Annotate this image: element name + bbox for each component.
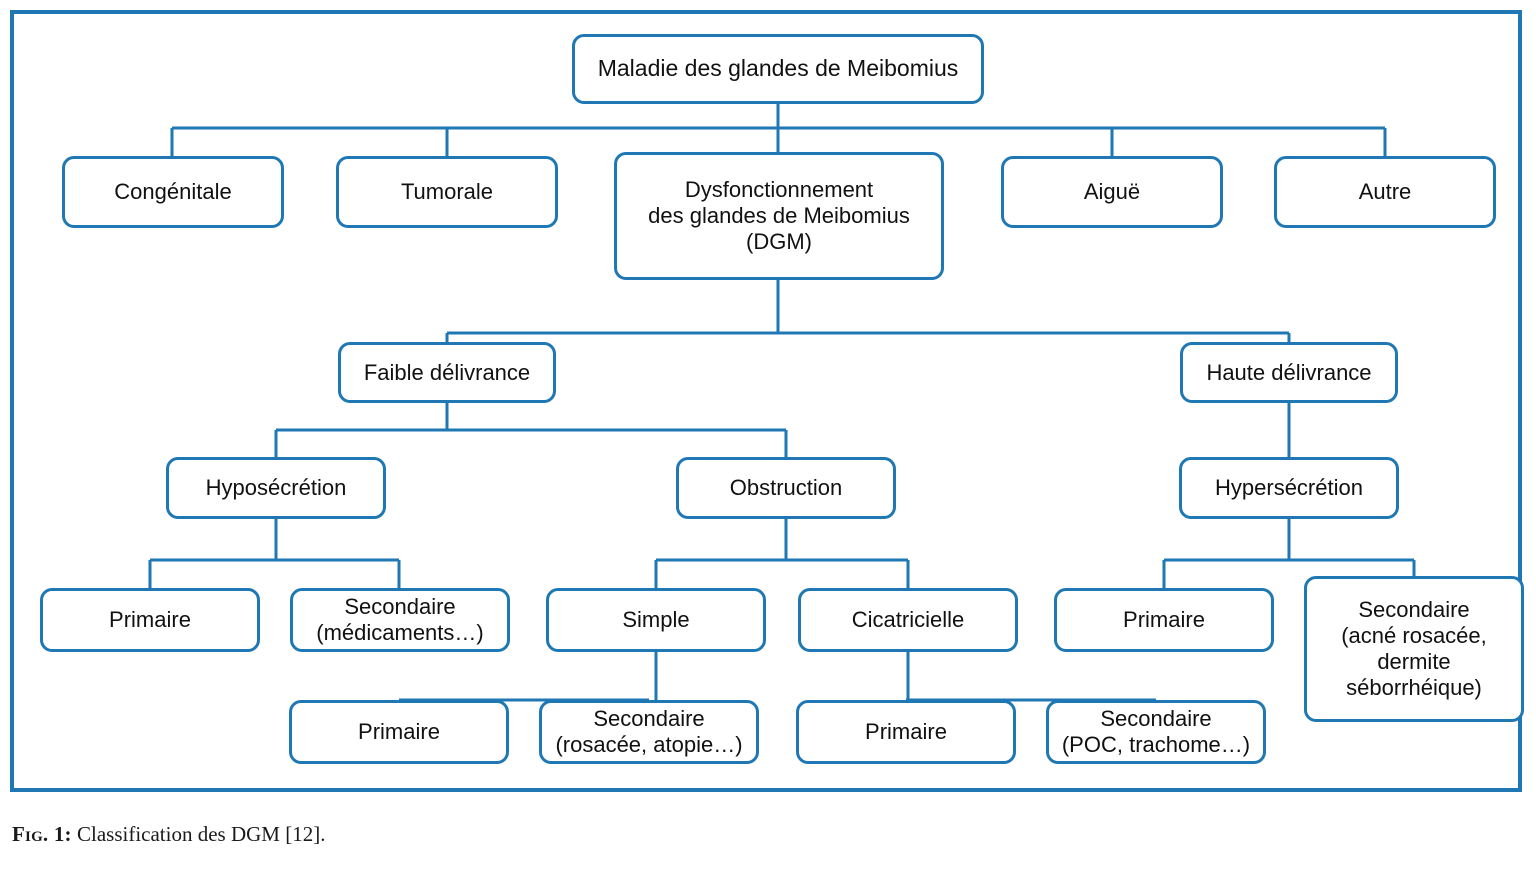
- node-cicatricielle[interactable]: Cicatricielle: [798, 588, 1018, 652]
- node-dgm-label-line1: Dysfonctionnement: [684, 177, 874, 203]
- node-aigue-label: Aiguë: [1083, 179, 1141, 205]
- node-obstruction[interactable]: Obstruction: [676, 457, 896, 519]
- node-simple-secondaire-label-line2: (rosacée, atopie…): [555, 732, 743, 757]
- node-hypersecretion[interactable]: Hypersécrétion: [1179, 457, 1399, 519]
- node-cicatricielle-primaire[interactable]: Primaire: [796, 700, 1016, 764]
- node-hyposecretion-secondaire-label-line2: (médicaments…): [316, 620, 484, 645]
- node-obstruction-label: Obstruction: [729, 475, 843, 501]
- node-dgm[interactable]: Dysfonctionnement des glandes de Meibomi…: [614, 152, 944, 280]
- node-hypersecretion-secondaire[interactable]: Secondaire (acné rosacée, dermite séborr…: [1304, 576, 1524, 722]
- node-hyposecretion-label: Hyposécrétion: [205, 475, 347, 501]
- node-aigue[interactable]: Aiguë: [1001, 156, 1223, 228]
- node-hyposecretion-secondaire-label-line1: Secondaire: [344, 594, 456, 620]
- node-hypersecretion-label: Hypersécrétion: [1215, 475, 1363, 501]
- node-hypersecretion-primaire[interactable]: Primaire: [1054, 588, 1274, 652]
- node-simple-primaire[interactable]: Primaire: [289, 700, 509, 764]
- node-root-label: Maladie des glandes de Meibomius: [597, 55, 959, 82]
- node-cicatricielle-secondaire-label-line1: Secondaire: [1100, 706, 1212, 732]
- figure-caption-text: Classification des DGM [12].: [76, 822, 326, 846]
- node-hyposecretion-primaire-label: Primaire: [109, 607, 191, 633]
- node-cicatricielle-primaire-label: Primaire: [865, 719, 947, 745]
- node-hypersecretion-primaire-label: Primaire: [1123, 607, 1205, 633]
- node-hyposecretion-secondaire[interactable]: Secondaire (médicaments…): [290, 588, 510, 652]
- node-haute-delivrance-label: Haute délivrance: [1206, 359, 1372, 385]
- node-simple[interactable]: Simple: [546, 588, 766, 652]
- node-congenitale[interactable]: Congénitale: [62, 156, 284, 228]
- node-faible-delivrance-label: Faible délivrance: [363, 359, 531, 385]
- node-dgm-label-line3: (DGM): [746, 228, 812, 254]
- node-cicatricielle-secondaire-label-line2: (POC, trachome…): [1061, 732, 1251, 757]
- node-cicatricielle-label: Cicatricielle: [851, 607, 965, 633]
- node-haute-delivrance[interactable]: Haute délivrance: [1180, 342, 1398, 403]
- node-dgm-label-line2: des glandes de Meibomius: [648, 203, 910, 229]
- node-autre[interactable]: Autre: [1274, 156, 1496, 228]
- node-simple-label: Simple: [622, 607, 690, 633]
- node-simple-primaire-label: Primaire: [358, 719, 440, 745]
- node-faible-delivrance[interactable]: Faible délivrance: [338, 342, 556, 403]
- node-cicatricielle-secondaire[interactable]: Secondaire (POC, trachome…): [1046, 700, 1266, 764]
- node-hypersecretion-secondaire-label-line2: (acné rosacée,: [1341, 623, 1487, 649]
- node-hypersecretion-secondaire-label-line1: Secondaire: [1358, 597, 1470, 623]
- node-tumorale[interactable]: Tumorale: [336, 156, 558, 228]
- node-autre-label: Autre: [1358, 179, 1412, 205]
- node-simple-secondaire[interactable]: Secondaire (rosacée, atopie…): [539, 700, 759, 764]
- node-hyposecretion[interactable]: Hyposécrétion: [166, 457, 386, 519]
- node-hypersecretion-secondaire-label-line3: dermite: [1377, 649, 1451, 674]
- figure-caption: Fig. 1: Classification des DGM [12].: [12, 822, 325, 847]
- figure-caption-prefix: Fig. 1:: [12, 822, 72, 846]
- node-root[interactable]: Maladie des glandes de Meibomius: [572, 34, 984, 104]
- node-hypersecretion-secondaire-label-line4: séborrhéique): [1346, 674, 1482, 700]
- node-simple-secondaire-label-line1: Secondaire: [593, 706, 705, 732]
- node-tumorale-label: Tumorale: [400, 179, 494, 205]
- node-congenitale-label: Congénitale: [114, 179, 232, 205]
- node-hyposecretion-primaire[interactable]: Primaire: [40, 588, 260, 652]
